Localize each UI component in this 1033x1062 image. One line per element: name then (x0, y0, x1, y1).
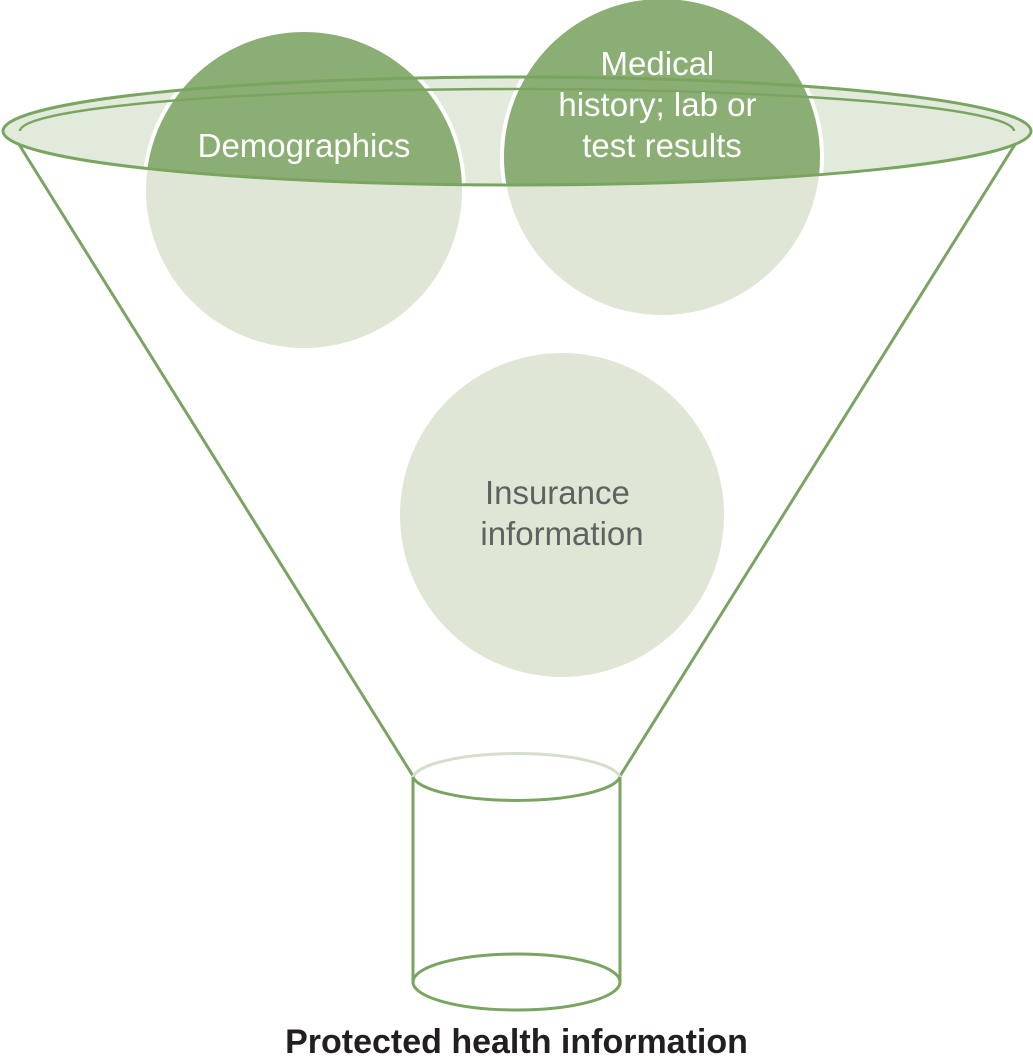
funnel-right-edge (618, 129, 1026, 777)
spout-top-front (411, 776, 622, 802)
funnel-left-edge (8, 129, 415, 777)
circle-insurance (400, 353, 724, 677)
demographics-circle-upper (146, 32, 462, 186)
funnel-rim-outer (1, 75, 1033, 187)
spout-bottom (411, 952, 622, 1012)
medical-label-line-2: history; lab or (558, 86, 756, 123)
insurance-label-line-2: information (480, 515, 643, 552)
funnel-rim-inner (18, 87, 1016, 132)
insurance-label: Insurance information (480, 474, 643, 552)
circle-demographics (142, 28, 466, 352)
diagram-caption: Protected health information (285, 1023, 748, 1061)
spout-top-back (411, 752, 622, 778)
medical-label-line-3: test results (582, 127, 742, 164)
demographics-label-line: Demographics (198, 127, 411, 164)
insurance-label-line-1: Insurance (485, 474, 630, 511)
medical-label: Medical history; lab or test results (558, 45, 765, 164)
demographics-label: Demographics (198, 127, 411, 164)
medical-label-line-1: Medical (601, 45, 715, 82)
funnel-spout (411, 752, 622, 1012)
insurance-circle (400, 353, 724, 677)
